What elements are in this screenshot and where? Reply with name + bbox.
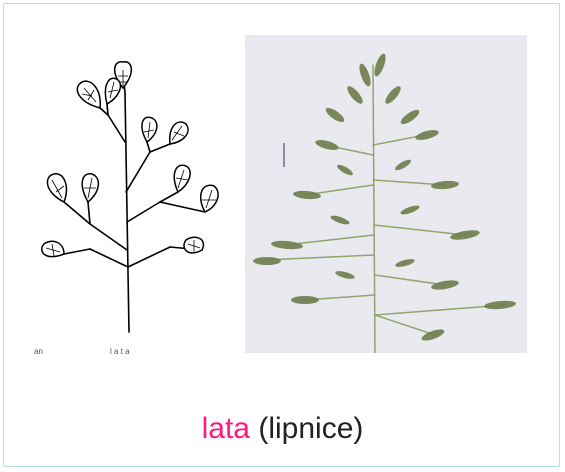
drawing-label-left: an xyxy=(34,347,43,356)
drawing-spikelets xyxy=(42,62,218,257)
drawing-label-center: l a t a xyxy=(110,347,130,356)
caption-rest: (lipnice) xyxy=(250,412,363,445)
panicle-photo xyxy=(245,35,527,353)
panicle-line-drawing: an l a t a xyxy=(30,52,230,360)
slide-caption: lata (lipnice) xyxy=(0,412,565,446)
drawing-spikelet-veins xyxy=(46,70,216,256)
scale-bar xyxy=(283,143,285,167)
caption-highlight: lata xyxy=(202,412,250,445)
drawing-branches xyxy=(64,76,205,332)
